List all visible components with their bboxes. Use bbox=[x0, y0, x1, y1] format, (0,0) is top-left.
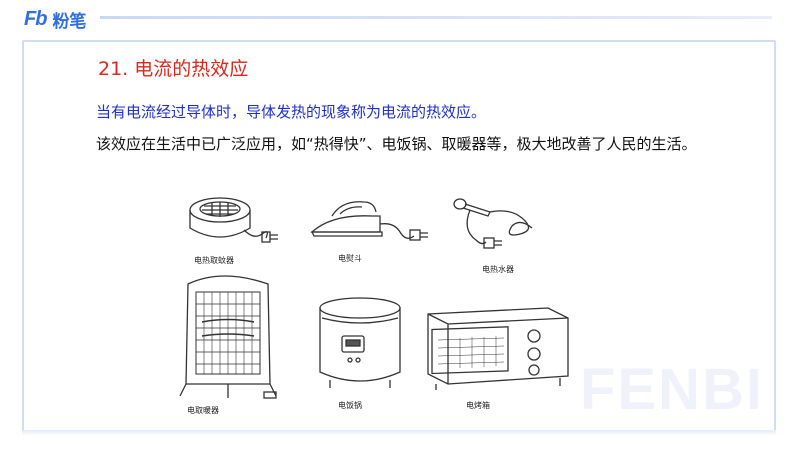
header-divider bbox=[100, 16, 772, 19]
rice-cooker-illustration bbox=[319, 297, 401, 388]
brand-name: 粉笔 bbox=[52, 12, 87, 32]
slide-title: 21. 电流的热效应 bbox=[98, 58, 249, 80]
application-text: 该效应在生活中已广泛应用，如“热得快”、电饭锅、取暖器等，极大地改善了人民的生活… bbox=[96, 135, 697, 153]
oven-illustration bbox=[427, 307, 569, 390]
caption-heater: 电取暖器 bbox=[187, 406, 219, 415]
caption-water-heater: 电热水器 bbox=[482, 265, 514, 274]
heater-illustration bbox=[179, 275, 277, 399]
iron-illustration bbox=[310, 201, 428, 241]
caption-iron: 电熨斗 bbox=[338, 254, 362, 263]
caption-oven: 电烤箱 bbox=[466, 401, 490, 410]
top-bar: Fb 粉笔 bbox=[0, 0, 800, 42]
water-heater-illustration bbox=[453, 198, 533, 249]
brand-mark: Fb bbox=[24, 8, 47, 30]
frame-shadow bbox=[22, 430, 776, 436]
caption-rice-cooker: 电饭锅 bbox=[338, 401, 362, 410]
watermark: FENBI bbox=[580, 357, 764, 422]
brand-logo: Fb 粉笔 bbox=[24, 7, 86, 32]
caption-egg-cooker: 电热取蚊器 bbox=[194, 256, 234, 265]
definition-text: 当有电流经过导体时，导体发热的现象称为电流的热效应。 bbox=[96, 103, 487, 121]
egg-cooker-illustration bbox=[189, 197, 278, 243]
